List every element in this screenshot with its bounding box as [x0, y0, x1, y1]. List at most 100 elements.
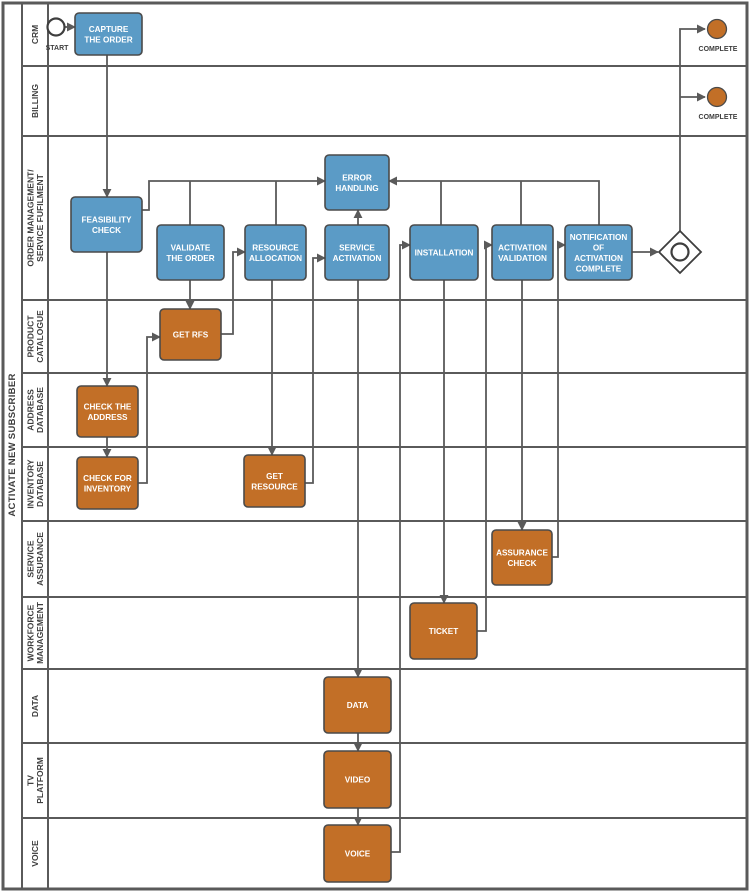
lane-label-line: ASSURANCE — [35, 532, 45, 586]
task-label-line: ACTIVATION — [574, 254, 623, 263]
task-label-line: CAPTURE — [89, 25, 129, 34]
task-label-line: COMPLETE — [576, 264, 622, 273]
lane-label-line: VOICE — [30, 840, 40, 867]
task-check-address: CHECK THE ADDRESS — [76, 385, 139, 438]
task-box-assurance-check — [491, 529, 553, 586]
task-label-video: VIDEO — [345, 776, 371, 785]
lane-label-line: ORDER MANAGEMENT/ — [25, 169, 35, 267]
lane-label-line: INVENTORY — [25, 459, 35, 508]
task-box-data-task — [323, 676, 392, 734]
lane-label-line: TV — [25, 775, 35, 786]
lane-label-product-catalogue: PRODUCTCATALOGUE — [25, 310, 45, 363]
task-label-line: THE ORDER — [84, 35, 132, 44]
task-box-activation-validation — [491, 224, 554, 281]
lane-label-line: DATABASE — [35, 461, 45, 507]
lane-label-tv-platform: TVPLATFORM — [25, 757, 45, 804]
task-label-voice-task: VOICE — [345, 850, 371, 859]
flow-voice-to-installation — [391, 240, 411, 853]
flow-errors-left-to-error-handling — [142, 176, 326, 211]
task-label-line: ADDRESS — [87, 413, 128, 422]
lane-label-line: MANAGEMENT — [35, 601, 45, 664]
flow-rfs-to-allocation — [221, 247, 246, 335]
task-label-line: FEASIBILITY — [81, 215, 132, 224]
task-label-data-task: DATA — [347, 701, 369, 710]
lane-label-line: WORKFORCE — [25, 604, 35, 661]
lane-label-line: SERVICE — [25, 540, 35, 577]
lane-label-voice: VOICE — [30, 840, 40, 867]
end-label-billing: Complete — [699, 114, 738, 121]
end-label-crm: Complete — [699, 46, 738, 53]
task-box-resource-allocation — [244, 224, 307, 281]
lane-label-line: CRM — [30, 25, 40, 44]
task-box-installation — [409, 224, 479, 281]
task-label-line: GET — [266, 472, 283, 481]
end-event-crm — [706, 18, 728, 40]
task-label-line: INSTALLATION — [415, 249, 474, 258]
task-label-line: INVENTORY — [84, 484, 132, 493]
task-label-installation: INSTALLATION — [415, 249, 474, 258]
task-label-line: OF — [593, 243, 604, 252]
lane-label-address-database: ADDRESSDATABASE — [25, 387, 45, 433]
task-box-get-rfs — [159, 308, 222, 361]
flow-assurance-to-notification — [552, 240, 566, 558]
task-voice-task: VOICE — [323, 824, 392, 883]
flow-gateway-to-crm-complete — [679, 24, 706, 231]
lane-label-line: ADDRESS — [25, 389, 35, 431]
task-ticket: TICKET — [409, 602, 478, 660]
task-box-feasibility-check — [70, 196, 143, 253]
task-label-line: DATA — [347, 701, 369, 710]
task-video: VIDEO — [323, 750, 392, 809]
lane-label-billing: BILLING — [30, 84, 40, 118]
lane-label-line: SERVICE FUFILMENT — [35, 173, 45, 261]
task-label-line: VOICE — [345, 850, 371, 859]
flow-ticket-to-validation — [477, 240, 493, 632]
task-label-ticket: TICKET — [429, 627, 459, 636]
task-installation: INSTALLATION — [409, 224, 479, 281]
flow-get-resource-to-activation — [305, 253, 326, 484]
pool-title: ACTIVATE NEW SUBSCRIBER — [7, 373, 18, 516]
task-label-activation-validation: ACTIVATION VALIDATION — [498, 243, 547, 263]
start-event — [46, 17, 66, 37]
task-data-task: DATA — [323, 676, 392, 734]
task-label-line: CHECK — [507, 559, 536, 568]
task-box-notification — [564, 224, 633, 281]
lane-label-crm: CRM — [30, 25, 40, 44]
lane-label-line: CATALOGUE — [35, 310, 45, 363]
start-label: START — [46, 45, 70, 52]
task-activation-validation: ACTIVATION VALIDATION — [491, 224, 554, 281]
lane-dividers — [22, 65, 747, 819]
sequence-flows — [65, 22, 706, 853]
task-box-service-activation — [324, 224, 390, 281]
task-label-line: ACTIVATION — [498, 243, 547, 252]
lane-label-line: PLATFORM — [35, 757, 45, 804]
gateway — [657, 229, 703, 275]
lane-label-inventory-database: INVENTORYDATABASE — [25, 459, 45, 508]
task-label-get-rfs: GET RFS — [173, 331, 209, 340]
task-label-line: HANDLING — [335, 184, 378, 193]
task-label-line: VALIDATION — [498, 254, 547, 263]
lane-label-line: DATA — [30, 695, 40, 717]
task-box-capture-order — [74, 12, 143, 56]
task-get-rfs: GET RFS — [159, 308, 222, 361]
flow-inventory-to-rfs — [138, 332, 161, 484]
task-label-line: CHECK THE — [84, 402, 132, 411]
task-label-line: ACTIVATION — [333, 254, 382, 263]
